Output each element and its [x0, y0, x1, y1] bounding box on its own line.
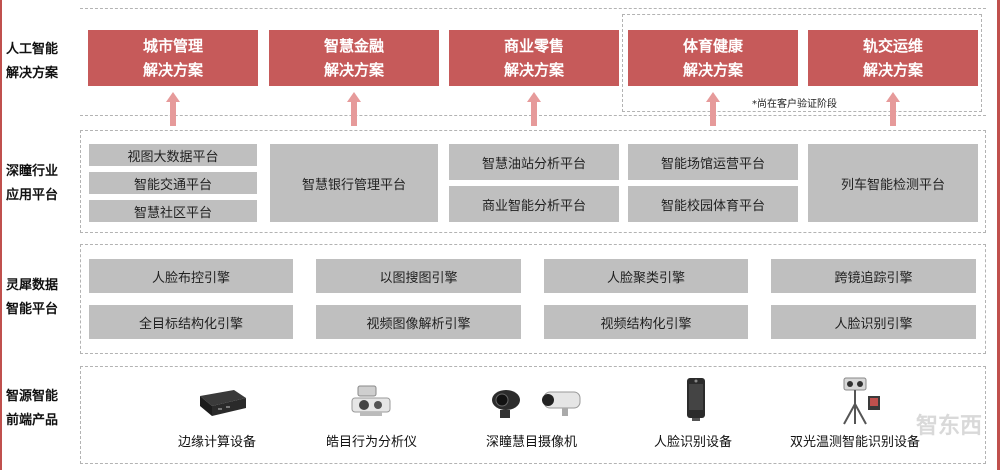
- up-arrow-4: [706, 92, 720, 126]
- solution-commercial-retail: 商业零售解决方案: [449, 30, 619, 86]
- engine-video-structuring: 视频结构化引擎: [544, 305, 748, 339]
- platform-video-big-data: 视图大数据平台: [89, 144, 257, 166]
- solution-sports-health: 体育健康解决方案: [628, 30, 798, 86]
- customer-validation-group: [622, 14, 982, 112]
- engine-full-target-structuring: 全目标结构化引擎: [89, 305, 293, 339]
- up-arrow-3: [527, 92, 541, 126]
- layer-label-data-platform: 灵犀数据 智能平台: [6, 278, 59, 317]
- solution-rail-maintenance: 轨交运维解决方案: [808, 30, 978, 86]
- platform-venue-operation: 智能场馆运营平台: [628, 144, 798, 180]
- device-label-thermal-detection: 双光温测智能识别设备: [790, 435, 921, 450]
- device-label-edge-computing: 边缘计算设备: [178, 435, 257, 450]
- platform-smart-bank: 智慧银行管理平台: [270, 144, 438, 222]
- engine-face-recognition: 人脸识别引擎: [771, 305, 976, 339]
- engine-image-search: 以图搜图引擎: [316, 259, 521, 293]
- up-arrow-1: [166, 92, 180, 126]
- left-edge-line: [0, 0, 2, 470]
- behavior-analyzer-icon: [351, 385, 391, 416]
- engine-cross-camera-tracking: 跨镜追踪引擎: [771, 259, 976, 293]
- platform-campus-sports: 智能校园体育平台: [628, 186, 798, 222]
- platform-smart-traffic: 智能交通平台: [89, 172, 257, 194]
- platform-gas-station: 智慧油站分析平台: [449, 144, 619, 180]
- solution-city-management: 城市管理解决方案: [88, 30, 258, 86]
- frontend-products-section: [80, 366, 986, 464]
- engine-video-image-parsing: 视频图像解析引擎: [316, 305, 521, 339]
- camera-icon: [492, 390, 581, 418]
- data-platform-section: [80, 244, 986, 354]
- up-arrow-2: [347, 92, 361, 126]
- layer-label-frontend-products: 智源智能 前端产品: [6, 389, 59, 428]
- device-label-behavior-analyzer: 皓目行为分析仪: [326, 435, 418, 450]
- application-platform-section: [80, 130, 986, 233]
- watermark: 智东西: [915, 414, 982, 439]
- platform-train-inspection: 列车智能检测平台: [808, 144, 978, 222]
- thermal-detection-device-icon: [843, 377, 880, 425]
- layer-label-ai-solutions: 人工智能 解决方案: [6, 42, 59, 81]
- platform-smart-community: 智慧社区平台: [89, 200, 257, 222]
- layer-label-application-platform: 深瞳行业 应用平台: [6, 164, 59, 203]
- engine-face-surveillance: 人脸布控引擎: [89, 259, 293, 293]
- right-edge-line: [997, 0, 1000, 470]
- platform-business-intelligence: 商业智能分析平台: [449, 186, 619, 222]
- edge-computing-device-icon: [200, 390, 246, 416]
- solution-smart-finance: 智慧金融解决方案: [269, 30, 439, 86]
- up-arrow-5: [886, 92, 900, 126]
- engine-face-clustering: 人脸聚类引擎: [544, 259, 748, 293]
- face-recognition-terminal-icon: [687, 378, 705, 421]
- customer-validation-note: *尚在客户验证阶段: [752, 99, 837, 110]
- device-label-face-recognition: 人脸识别设备: [654, 435, 733, 450]
- device-label-camera: 深瞳慧目摄像机: [486, 435, 578, 450]
